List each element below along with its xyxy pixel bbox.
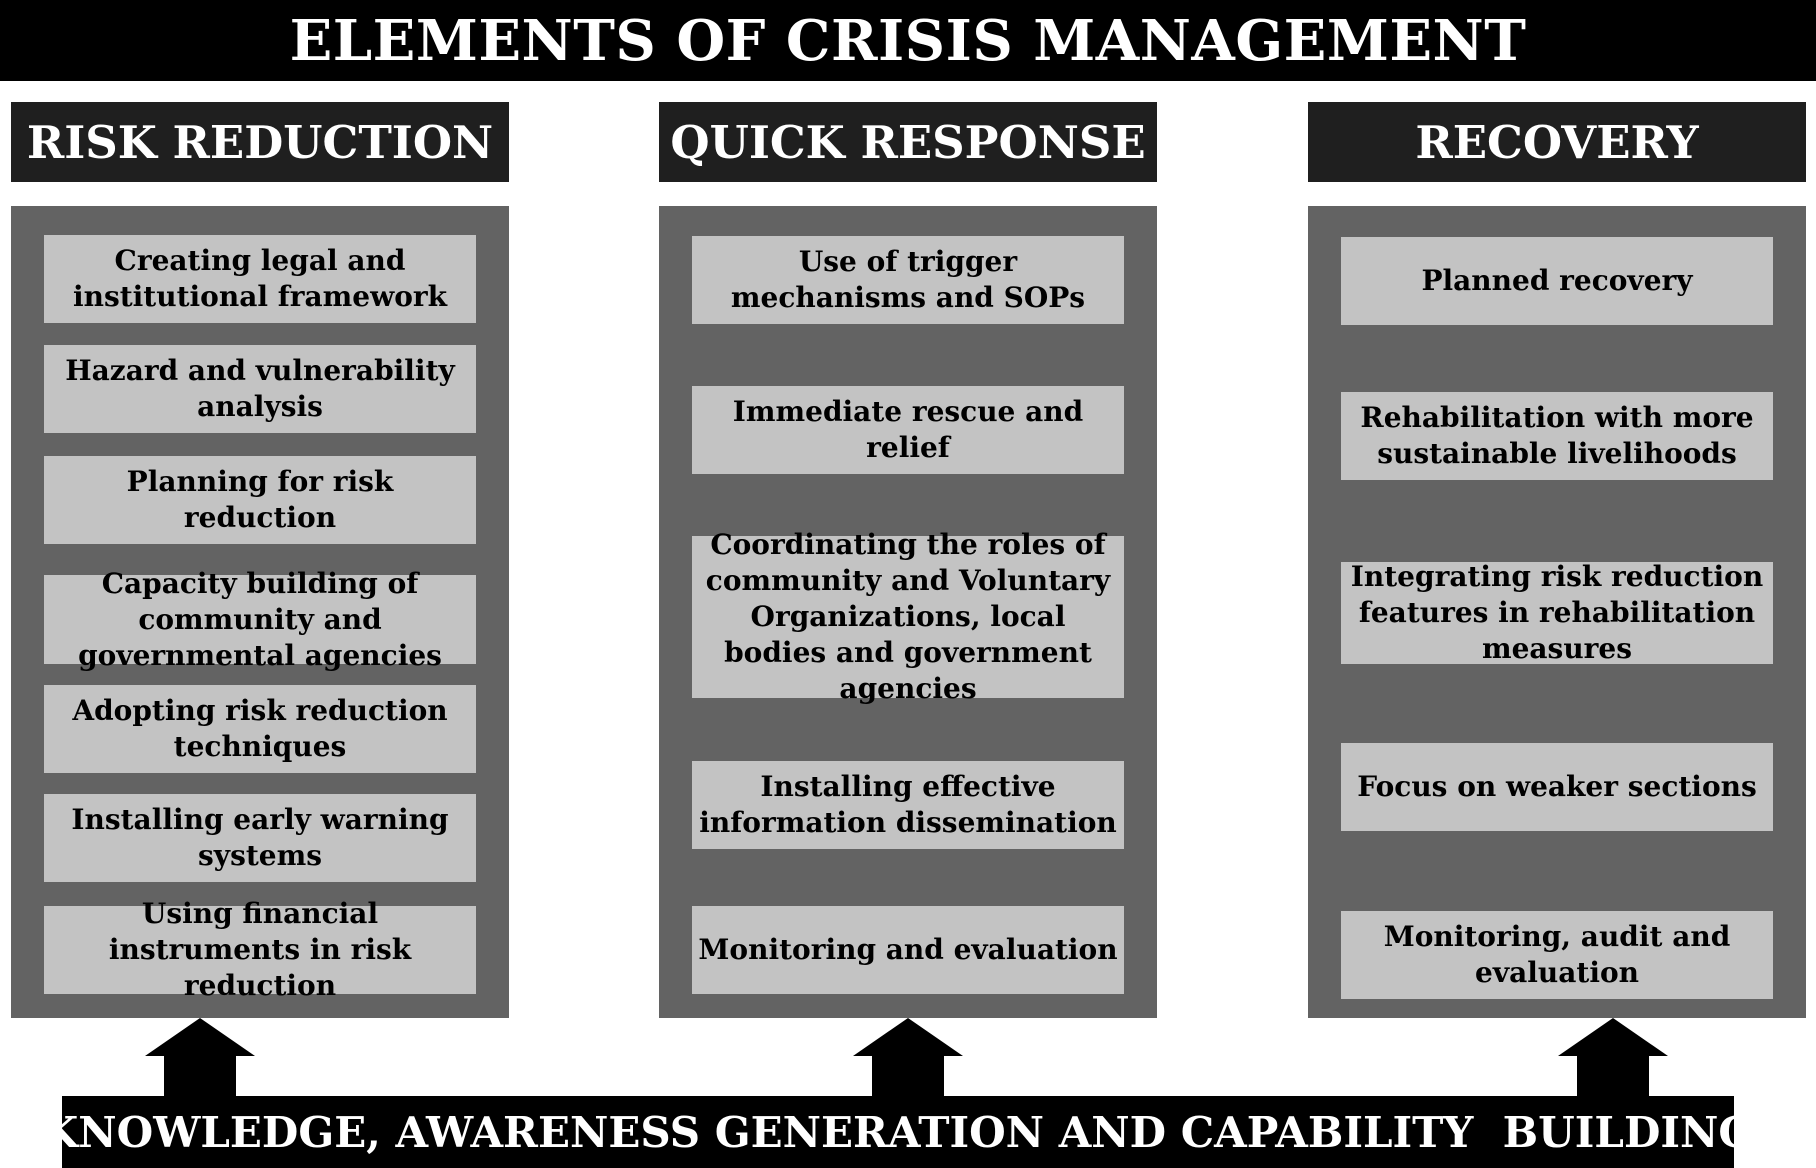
arrow-up-recovery bbox=[1558, 1018, 1668, 1096]
diagram-title: ELEMENTS OF CRISIS MANAGEMENT bbox=[0, 0, 1816, 81]
item-monitoring-evaluation: Monitoring and evaluation bbox=[692, 906, 1124, 994]
item-early-warning: Installing early warning systems bbox=[44, 794, 476, 882]
item-legal-framework: Creating legal and institutional framewo… bbox=[44, 235, 476, 323]
item-monitoring-audit: Monitoring, audit and evaluation bbox=[1341, 911, 1773, 999]
item-capacity-building: Capacity building of community and gover… bbox=[44, 567, 476, 672]
arrow-up-risk-reduction bbox=[145, 1018, 255, 1096]
item-trigger-mechanisms: Use of trigger mechanisms and SOPs bbox=[692, 236, 1124, 324]
panel-recovery: Planned recovery Rehabilitation with mor… bbox=[1308, 206, 1806, 1018]
item-rescue-relief: Immediate rescue and relief bbox=[692, 386, 1124, 474]
column-header-quick-response: QUICK RESPONSE bbox=[659, 102, 1157, 182]
item-financial-instruments: Using financial instruments in risk redu… bbox=[44, 897, 476, 1002]
column-header-risk-reduction: RISK REDUCTION bbox=[11, 102, 509, 182]
item-planning-risk-reduction: Planning for risk reduction bbox=[44, 456, 476, 544]
foundation-banner: KNOWLEDGE, AWARENESS GENERATION AND CAPA… bbox=[42, 1096, 1754, 1168]
panel-quick-response: Use of trigger mechanisms and SOPs Immed… bbox=[659, 206, 1157, 1018]
item-coordinating-roles: Coordinating the roles of community and … bbox=[692, 528, 1124, 705]
panel-risk-reduction: Creating legal and institutional framewo… bbox=[11, 206, 509, 1018]
item-information-dissemination: Installing effective information dissemi… bbox=[692, 761, 1124, 849]
item-hazard-analysis: Hazard and vulnerability analysis bbox=[44, 345, 476, 433]
item-weaker-sections: Focus on weaker sections bbox=[1341, 743, 1773, 831]
item-rehabilitation: Rehabilitation with more sustainable liv… bbox=[1341, 392, 1773, 480]
item-adopting-techniques: Adopting risk reduction techniques bbox=[44, 685, 476, 773]
column-header-recovery: RECOVERY bbox=[1308, 102, 1806, 182]
arrow-up-quick-response bbox=[853, 1018, 963, 1096]
item-planned-recovery: Planned recovery bbox=[1341, 237, 1773, 325]
item-integrating-risk-reduction: Integrating risk reduction features in r… bbox=[1341, 560, 1773, 665]
